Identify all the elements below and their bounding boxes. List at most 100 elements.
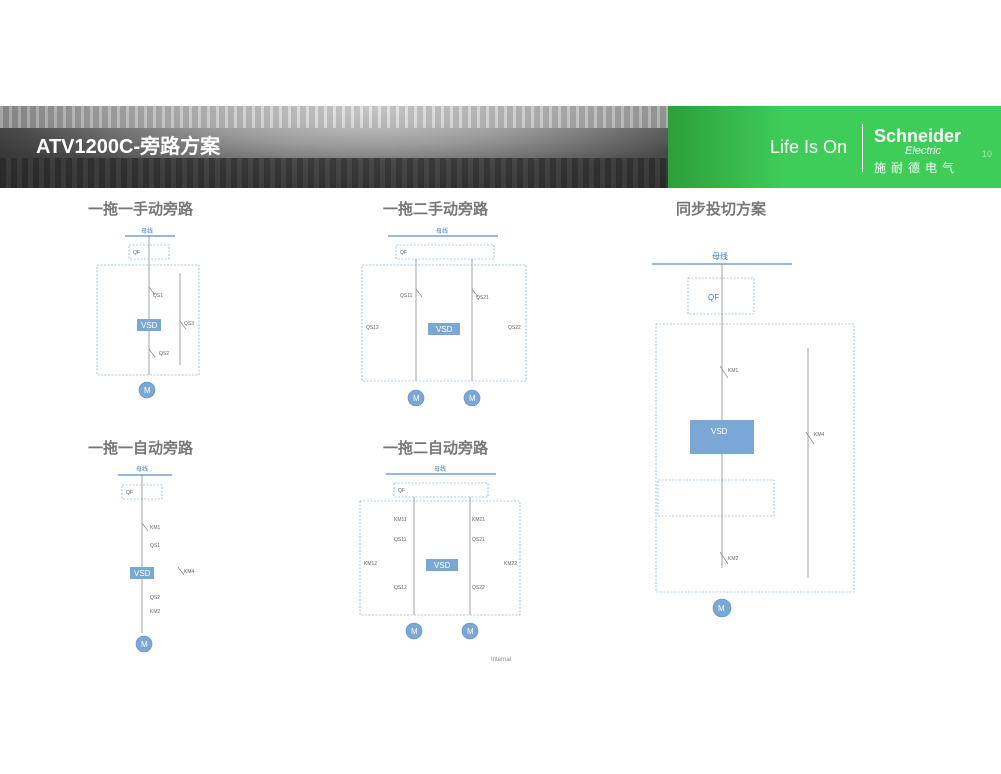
vsd-box	[137, 319, 161, 331]
vsd-label: VSD	[141, 321, 158, 330]
vsd-label: VSD	[434, 561, 451, 570]
km12-label: KM12	[364, 561, 377, 567]
busbar-label: 母线	[141, 227, 153, 235]
km4-switch	[805, 431, 815, 445]
motor-1-symbol	[405, 622, 423, 640]
motor-2-label: M	[467, 627, 474, 636]
vsd-label: VSD	[134, 569, 151, 578]
vsd-box	[428, 323, 460, 335]
page-number: 10	[982, 149, 993, 159]
cabinet-box	[96, 264, 200, 376]
qs12-label: QS12	[394, 585, 407, 591]
diagram-sync-transfer-svg: 母线 QF KM1 VSD KM4 KM2 M	[652, 251, 855, 618]
qf-label: QF	[398, 488, 405, 494]
diagram-1to1-manual-svg: 母线 QF QS1 VSD QS3 QS2 M	[96, 227, 200, 399]
km2-label: KM2	[728, 556, 739, 562]
page-title: ATV1200C-旁路方案	[36, 136, 221, 158]
qs21-label: QS21	[472, 537, 485, 543]
km21-label: KM21	[472, 517, 485, 523]
busbar-label: 母线	[434, 465, 446, 473]
km4-label: KM4	[814, 432, 825, 438]
section-title-sync: 同步投切方案	[676, 201, 767, 218]
qf-label: QF	[133, 250, 140, 256]
km2-switch	[719, 551, 729, 565]
brand-name: Schneider	[874, 126, 962, 146]
cabinet-box	[361, 264, 527, 382]
km4-switch	[177, 566, 185, 576]
section-title-1to2-manual: 一拖二手动旁路	[383, 201, 489, 218]
motor-2-symbol	[461, 622, 479, 640]
sync-box	[657, 479, 775, 517]
km4-label: KM4	[184, 569, 195, 575]
brand-cn: 施耐德电气	[874, 161, 960, 175]
motor-label: M	[144, 386, 151, 395]
brand-panel	[668, 106, 1001, 188]
diagram-1to1-auto-svg: 母线 QF KM1 QS1 VSD KM4 QS2 KM2 M	[118, 465, 195, 653]
diagram-1to2-auto: 母线 QF KM11 KM21 QS11 QS21 VSD KM12 KM22 …	[358, 463, 528, 643]
diagram-1to2-auto-svg: 母线 QF KM11 KM21 QS11 QS21 VSD KM12 KM22 …	[359, 465, 521, 640]
qs11-label: QS11	[394, 537, 407, 543]
qf-label: QF	[126, 490, 133, 496]
stadium-stand	[0, 158, 668, 188]
motor-1-symbol	[407, 389, 425, 407]
diagram-1to1-auto: 母线 QF KM1 QS1 VSD KM4 QS2 KM2 M	[98, 463, 208, 655]
brand-sub: Electric	[905, 145, 942, 157]
qs22-label: QS22	[508, 325, 521, 331]
km22-label: KM22	[504, 561, 517, 567]
vsd-label: VSD	[711, 427, 728, 436]
qs21-switch	[471, 288, 479, 298]
km1-label: KM1	[150, 525, 161, 531]
qs11-label: QS11	[400, 293, 413, 299]
qf-box	[687, 277, 755, 315]
qs22-label: QS22	[472, 585, 485, 591]
km1-label: KM1	[728, 368, 739, 374]
vsd-label: VSD	[436, 325, 453, 334]
qs2-label: QS2	[150, 595, 160, 601]
section-title-1to2-auto: 一拖二自动旁路	[383, 440, 489, 457]
motor-label: M	[141, 640, 148, 649]
section-title-1to1-auto: 一拖一自动旁路	[88, 440, 194, 457]
qs12-label: QS12	[366, 325, 379, 331]
qs1-label: QS1	[150, 543, 160, 549]
header-banner: ATV1200C-旁路方案 Life Is On Schneider Elect…	[0, 106, 1001, 188]
motor-label: M	[718, 604, 725, 613]
motor-symbol	[135, 635, 153, 653]
qs2-label: QS2	[159, 351, 169, 357]
qf-box	[393, 482, 489, 498]
motor-2-symbol	[463, 389, 481, 407]
diagram-sync-transfer: 母线 QF KM1 VSD KM4 KM2 M	[648, 248, 858, 618]
motor-2-label: M	[469, 394, 476, 403]
qs3-label: QS3	[184, 321, 194, 327]
km1-switch	[719, 365, 729, 379]
qs3-switch	[179, 320, 187, 330]
qs1-label: QS1	[153, 293, 163, 299]
busbar-label: 母线	[136, 465, 148, 473]
km1-switch	[141, 522, 149, 532]
qs21-label: QS21	[476, 295, 489, 301]
logo-divider	[862, 124, 863, 172]
km2-label: KM2	[150, 609, 161, 615]
vsd-box	[130, 567, 154, 579]
slogan: Life Is On	[770, 137, 848, 157]
qf-label: QF	[400, 250, 407, 256]
qs1-switch	[148, 286, 156, 296]
diagram-1to2-manual-svg: 母线 QF QS11 QS21 VSD QS12 QS22 M M	[361, 227, 527, 407]
qf-box	[395, 244, 495, 260]
diagram-1to2-manual: 母线 QF QS11 QS21 VSD QS12 QS22 M M	[360, 225, 530, 410]
stadium-roof	[0, 106, 668, 128]
cabinet-box	[359, 500, 521, 616]
qs11-switch	[415, 288, 423, 298]
qf-label: QF	[708, 293, 719, 302]
stadium-photo	[0, 106, 668, 188]
busbar-label: 母线	[712, 251, 728, 261]
busbar-label: 母线	[436, 227, 448, 235]
vsd-box	[426, 559, 458, 571]
classification-label: Internal	[491, 657, 512, 663]
motor-symbol	[138, 381, 156, 399]
motor-1-label: M	[413, 394, 420, 403]
km11-label: KM11	[394, 517, 407, 523]
diagram-1to1-manual: 母线 QF QS1 VSD QS3 QS2 M	[95, 225, 205, 400]
qs2-switch	[148, 348, 156, 358]
motor-symbol	[712, 598, 732, 618]
section-title-1to1-manual: 一拖一手动旁路	[88, 201, 194, 218]
